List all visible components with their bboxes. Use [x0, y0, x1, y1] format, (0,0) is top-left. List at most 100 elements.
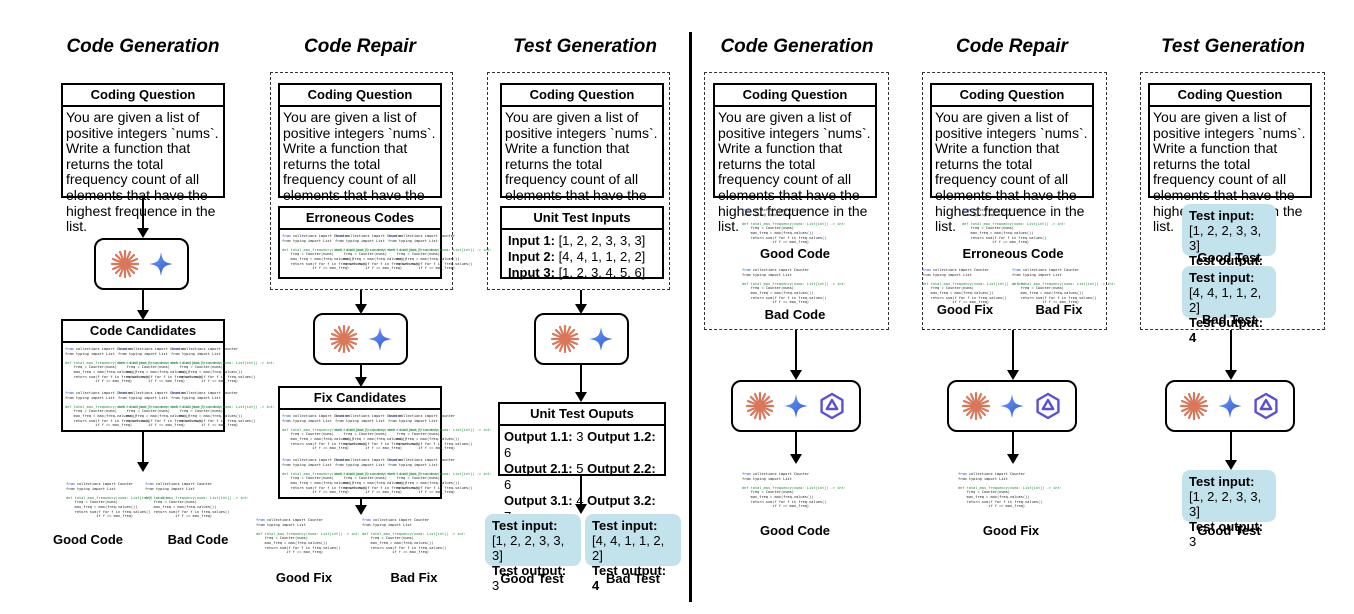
test-generation-input-group — [1140, 72, 1325, 330]
test-generation-title: Test Generation — [1161, 36, 1305, 57]
arrow — [142, 432, 144, 462]
arrow-head — [790, 454, 802, 464]
unit-test-output: Output 1.1: 3 Output 1.2: 6 — [504, 429, 656, 460]
code-snippet: from collections import Counter from typ… — [922, 268, 1026, 305]
arrow-head — [1225, 370, 1237, 380]
test-generation-title: Test Generation — [513, 36, 657, 57]
code-snippet: from collections import Counter from typ… — [282, 234, 386, 271]
code-repair-title: Code Repair — [304, 36, 416, 57]
arrow-head — [355, 304, 367, 314]
gemini-sparkle-icon — [588, 327, 613, 351]
arrow-head — [1007, 370, 1019, 380]
good-fix-label: Good Fix — [275, 570, 333, 585]
arrow-head — [575, 504, 587, 514]
arrow-head — [1225, 460, 1237, 470]
unit-test-output: Output 2.1: 5 Output 2.2: 6 — [504, 461, 656, 492]
bad-test-label: Bad Test — [1202, 312, 1256, 327]
coding-question-text: You are given a list of positive integer… — [718, 109, 871, 235]
unit-test-input: Input 2: [4, 4, 1, 1, 2, 2] — [508, 249, 646, 264]
arrow — [360, 499, 362, 505]
good-code-label: Good Code — [759, 246, 831, 261]
claude-starburst-icon — [110, 249, 139, 279]
arrow — [795, 330, 797, 370]
code-snippet: from collections import Counter from typ… — [171, 391, 275, 428]
coding-question-box: Coding Question You are given a list of … — [1148, 83, 1312, 234]
gemini-sparkle-icon — [367, 327, 392, 351]
arrow — [1012, 432, 1014, 454]
fix-candidates-header: Fix Candidates — [280, 388, 440, 410]
code-snippet: from collections import Counter from typ… — [742, 208, 846, 245]
code-snippet: from collections import Counter from typ… — [335, 414, 439, 451]
code-repair-title: Code Repair — [956, 36, 1068, 57]
arrow-head — [355, 377, 367, 387]
code-snippet: from collections import Counter from typ… — [145, 482, 249, 519]
unit-test-input: Input 3: [1, 2, 3, 4, 5, 6] — [508, 265, 646, 280]
coding-question-header: Coding Question — [280, 85, 440, 107]
unit-test-inputs-box: Unit Test Inputs Input 1: [1, 2, 2, 3, 3… — [500, 206, 664, 280]
good-test-label: Good Test — [500, 571, 564, 586]
arrow — [1012, 330, 1014, 370]
qwen-hexagon-icon — [1254, 392, 1278, 420]
coding-question-header: Coding Question — [502, 85, 662, 107]
arrow-head — [137, 310, 149, 320]
code-snippet: from collections import Counter from typ… — [66, 482, 170, 519]
gemini-sparkle-icon — [1218, 394, 1242, 418]
claude-starburst-icon — [329, 324, 358, 354]
good-test-card: Test input: [1, 2, 2, 3, 3, 3] Test outp… — [485, 514, 581, 593]
good-fix-label: Good Fix — [936, 302, 994, 317]
arrow-head — [575, 304, 587, 314]
coding-question-text: You are given a list of positive integer… — [66, 109, 219, 235]
code-generation-title: Code Generation — [720, 36, 874, 57]
coding-question-box: Coding Question You are given a list of … — [930, 83, 1094, 234]
qwen-hexagon-icon — [1036, 392, 1060, 420]
arrow — [580, 290, 582, 304]
code-snippet: from collections import Counter from typ… — [335, 458, 439, 495]
coding-question-box: Coding Question You are given a list of … — [278, 83, 442, 234]
unit-test-inputs-header: Unit Test Inputs — [502, 208, 662, 230]
bad-code-label: Bad Code — [764, 307, 826, 322]
code-snippet: from collections import Counter from typ… — [171, 347, 275, 384]
arrow — [142, 198, 144, 228]
code-snippet: from collections import Counter from typ… — [742, 472, 846, 509]
output-test-card: Test input: [1, 2, 2, 3, 3, 3] Test outp… — [1182, 470, 1276, 549]
code-snippet: from collections import Counter from typ… — [65, 391, 169, 428]
model-box — [1165, 380, 1295, 432]
bad-code-label: Bad Code — [167, 532, 229, 547]
code-candidates-header: Code Candidates — [63, 321, 223, 343]
panel-divider — [689, 32, 692, 602]
bad-test-card: Test input: [4, 4, 1, 1, 2, 2] Test outp… — [1182, 266, 1276, 345]
code-snippet: from collections import Counter from typ… — [742, 268, 846, 305]
code-snippet: from collections import Counter from typ… — [118, 347, 222, 384]
arrow — [795, 432, 797, 454]
claude-starburst-icon — [550, 324, 579, 354]
model-box — [94, 238, 189, 290]
arrow — [360, 365, 362, 377]
bad-test-card: Test input: [4, 4, 1, 1, 2, 2] Test outp… — [585, 514, 681, 593]
coding-question-header: Coding Question — [1150, 85, 1310, 107]
model-box — [313, 313, 408, 365]
arrow — [142, 290, 144, 310]
coding-question-header: Coding Question — [715, 85, 875, 107]
code-repair-input-group — [922, 72, 1107, 330]
erroneous-codes-box: Erroneous Codes from collections import … — [278, 206, 492, 279]
code-generation-title: Code Generation — [66, 36, 220, 57]
erroneous-code-label: Erroneous Code — [962, 246, 1064, 261]
code-snippet: from collections import Counter from typ… — [388, 458, 492, 495]
good-code-output-label: Good Code — [759, 523, 831, 538]
arrow — [1230, 432, 1232, 460]
code-candidates-box: Code Candidates from collections import … — [61, 319, 275, 432]
test-generation-input-group — [487, 72, 670, 290]
arrow-head — [137, 462, 149, 472]
good-test-output-label: Good Test — [1197, 523, 1261, 538]
arrow — [580, 476, 582, 504]
code-snippet: from collections import Counter from typ… — [118, 391, 222, 428]
gemini-sparkle-icon — [148, 252, 173, 276]
code-snippet: from collections import Counter from typ… — [362, 518, 466, 555]
good-fix-output-label: Good Fix — [982, 523, 1040, 538]
good-test-card: Test input: [1, 2, 2, 3, 3, 3] Test outp… — [1182, 204, 1276, 283]
code-snippet: from collections import Counter from typ… — [256, 518, 360, 555]
model-box — [947, 380, 1077, 432]
code-snippet: from collections import Counter from typ… — [335, 234, 439, 271]
good-code-label: Good Code — [52, 532, 124, 547]
unit-test-input: Input 1: [1, 2, 2, 3, 3, 3] — [508, 233, 646, 248]
